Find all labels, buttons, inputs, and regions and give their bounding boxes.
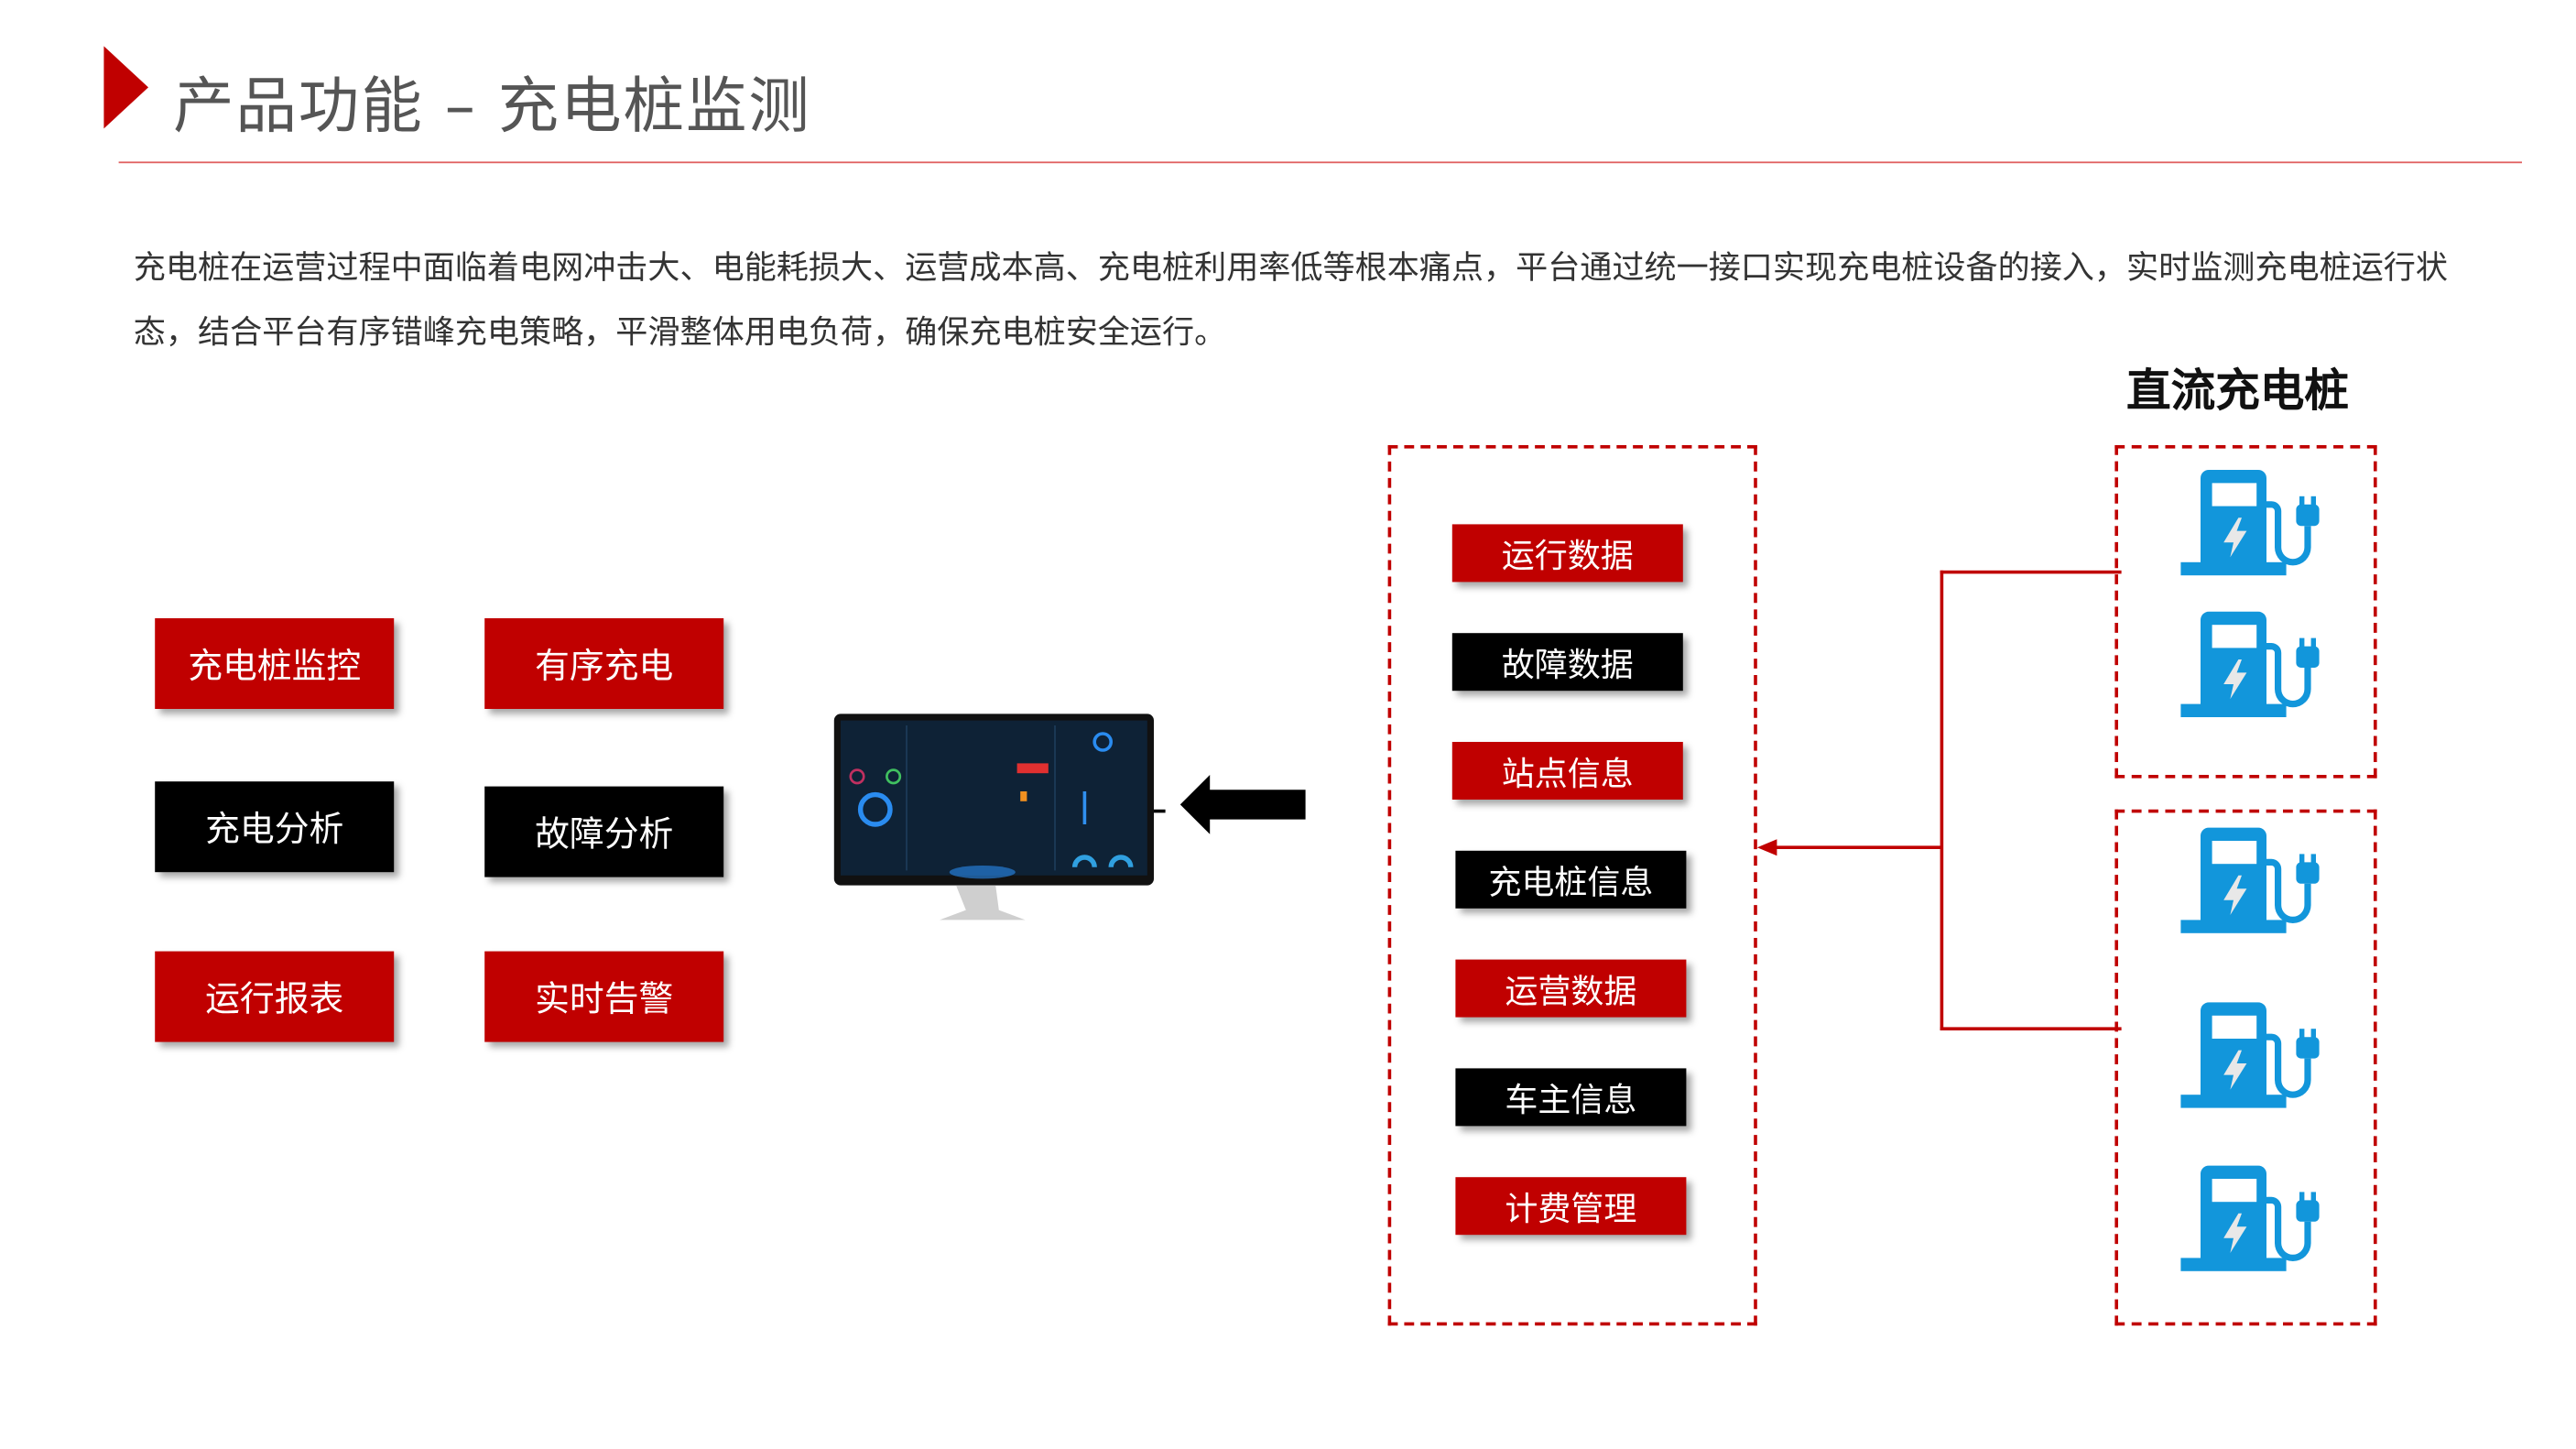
left-arrow-icon	[1179, 775, 1306, 834]
function-fault-analysis[interactable]: 故障分析	[484, 786, 724, 877]
data-item-station-info[interactable]: 站点信息	[1451, 742, 1683, 800]
charger-group-2	[2114, 809, 2377, 1326]
function-ordered-charging[interactable]: 有序充电	[484, 618, 724, 709]
data-item-owner-info[interactable]: 车主信息	[1455, 1068, 1687, 1127]
title-triangle-icon	[103, 46, 148, 129]
connector-line	[1940, 1027, 2122, 1030]
data-item-business-data[interactable]: 运营数据	[1455, 959, 1687, 1018]
description-text: 充电桩在运营过程中面临着电网冲击大、电能耗损大、运营成本高、充电桩利用率低等根本…	[133, 248, 2449, 352]
ev-charger-icon	[2172, 468, 2329, 583]
monitor-dashboard-icon	[833, 714, 1166, 921]
ev-charger-icon	[2172, 1001, 2329, 1117]
ev-charger-icon	[2172, 610, 2329, 725]
function-charger-monitor[interactable]: 充电桩监控	[155, 618, 395, 709]
connector-line	[1773, 845, 1942, 849]
data-item-billing[interactable]: 计费管理	[1455, 1177, 1687, 1236]
connector-line	[1940, 570, 2122, 574]
page-title: 产品功能 – 充电桩监测	[173, 71, 811, 142]
dc-charger-title: 直流充电桩	[2126, 365, 2349, 418]
data-item-operation-data[interactable]: 运行数据	[1451, 524, 1683, 583]
connector-line	[1940, 570, 1944, 1030]
function-charging-analysis[interactable]: 充电分析	[155, 781, 395, 873]
connector-arrow-icon	[1756, 839, 1777, 856]
data-items-box	[1387, 445, 1757, 1326]
data-item-charger-info[interactable]: 充电桩信息	[1455, 850, 1687, 909]
data-item-fault-data[interactable]: 故障数据	[1451, 633, 1683, 692]
ev-charger-icon	[2172, 826, 2329, 942]
function-realtime-alarm[interactable]: 实时告警	[484, 951, 724, 1042]
ev-charger-icon	[2172, 1164, 2329, 1280]
title-divider	[118, 161, 2522, 164]
charger-group-1	[2114, 445, 2377, 779]
function-operation-report[interactable]: 运行报表	[155, 951, 395, 1042]
